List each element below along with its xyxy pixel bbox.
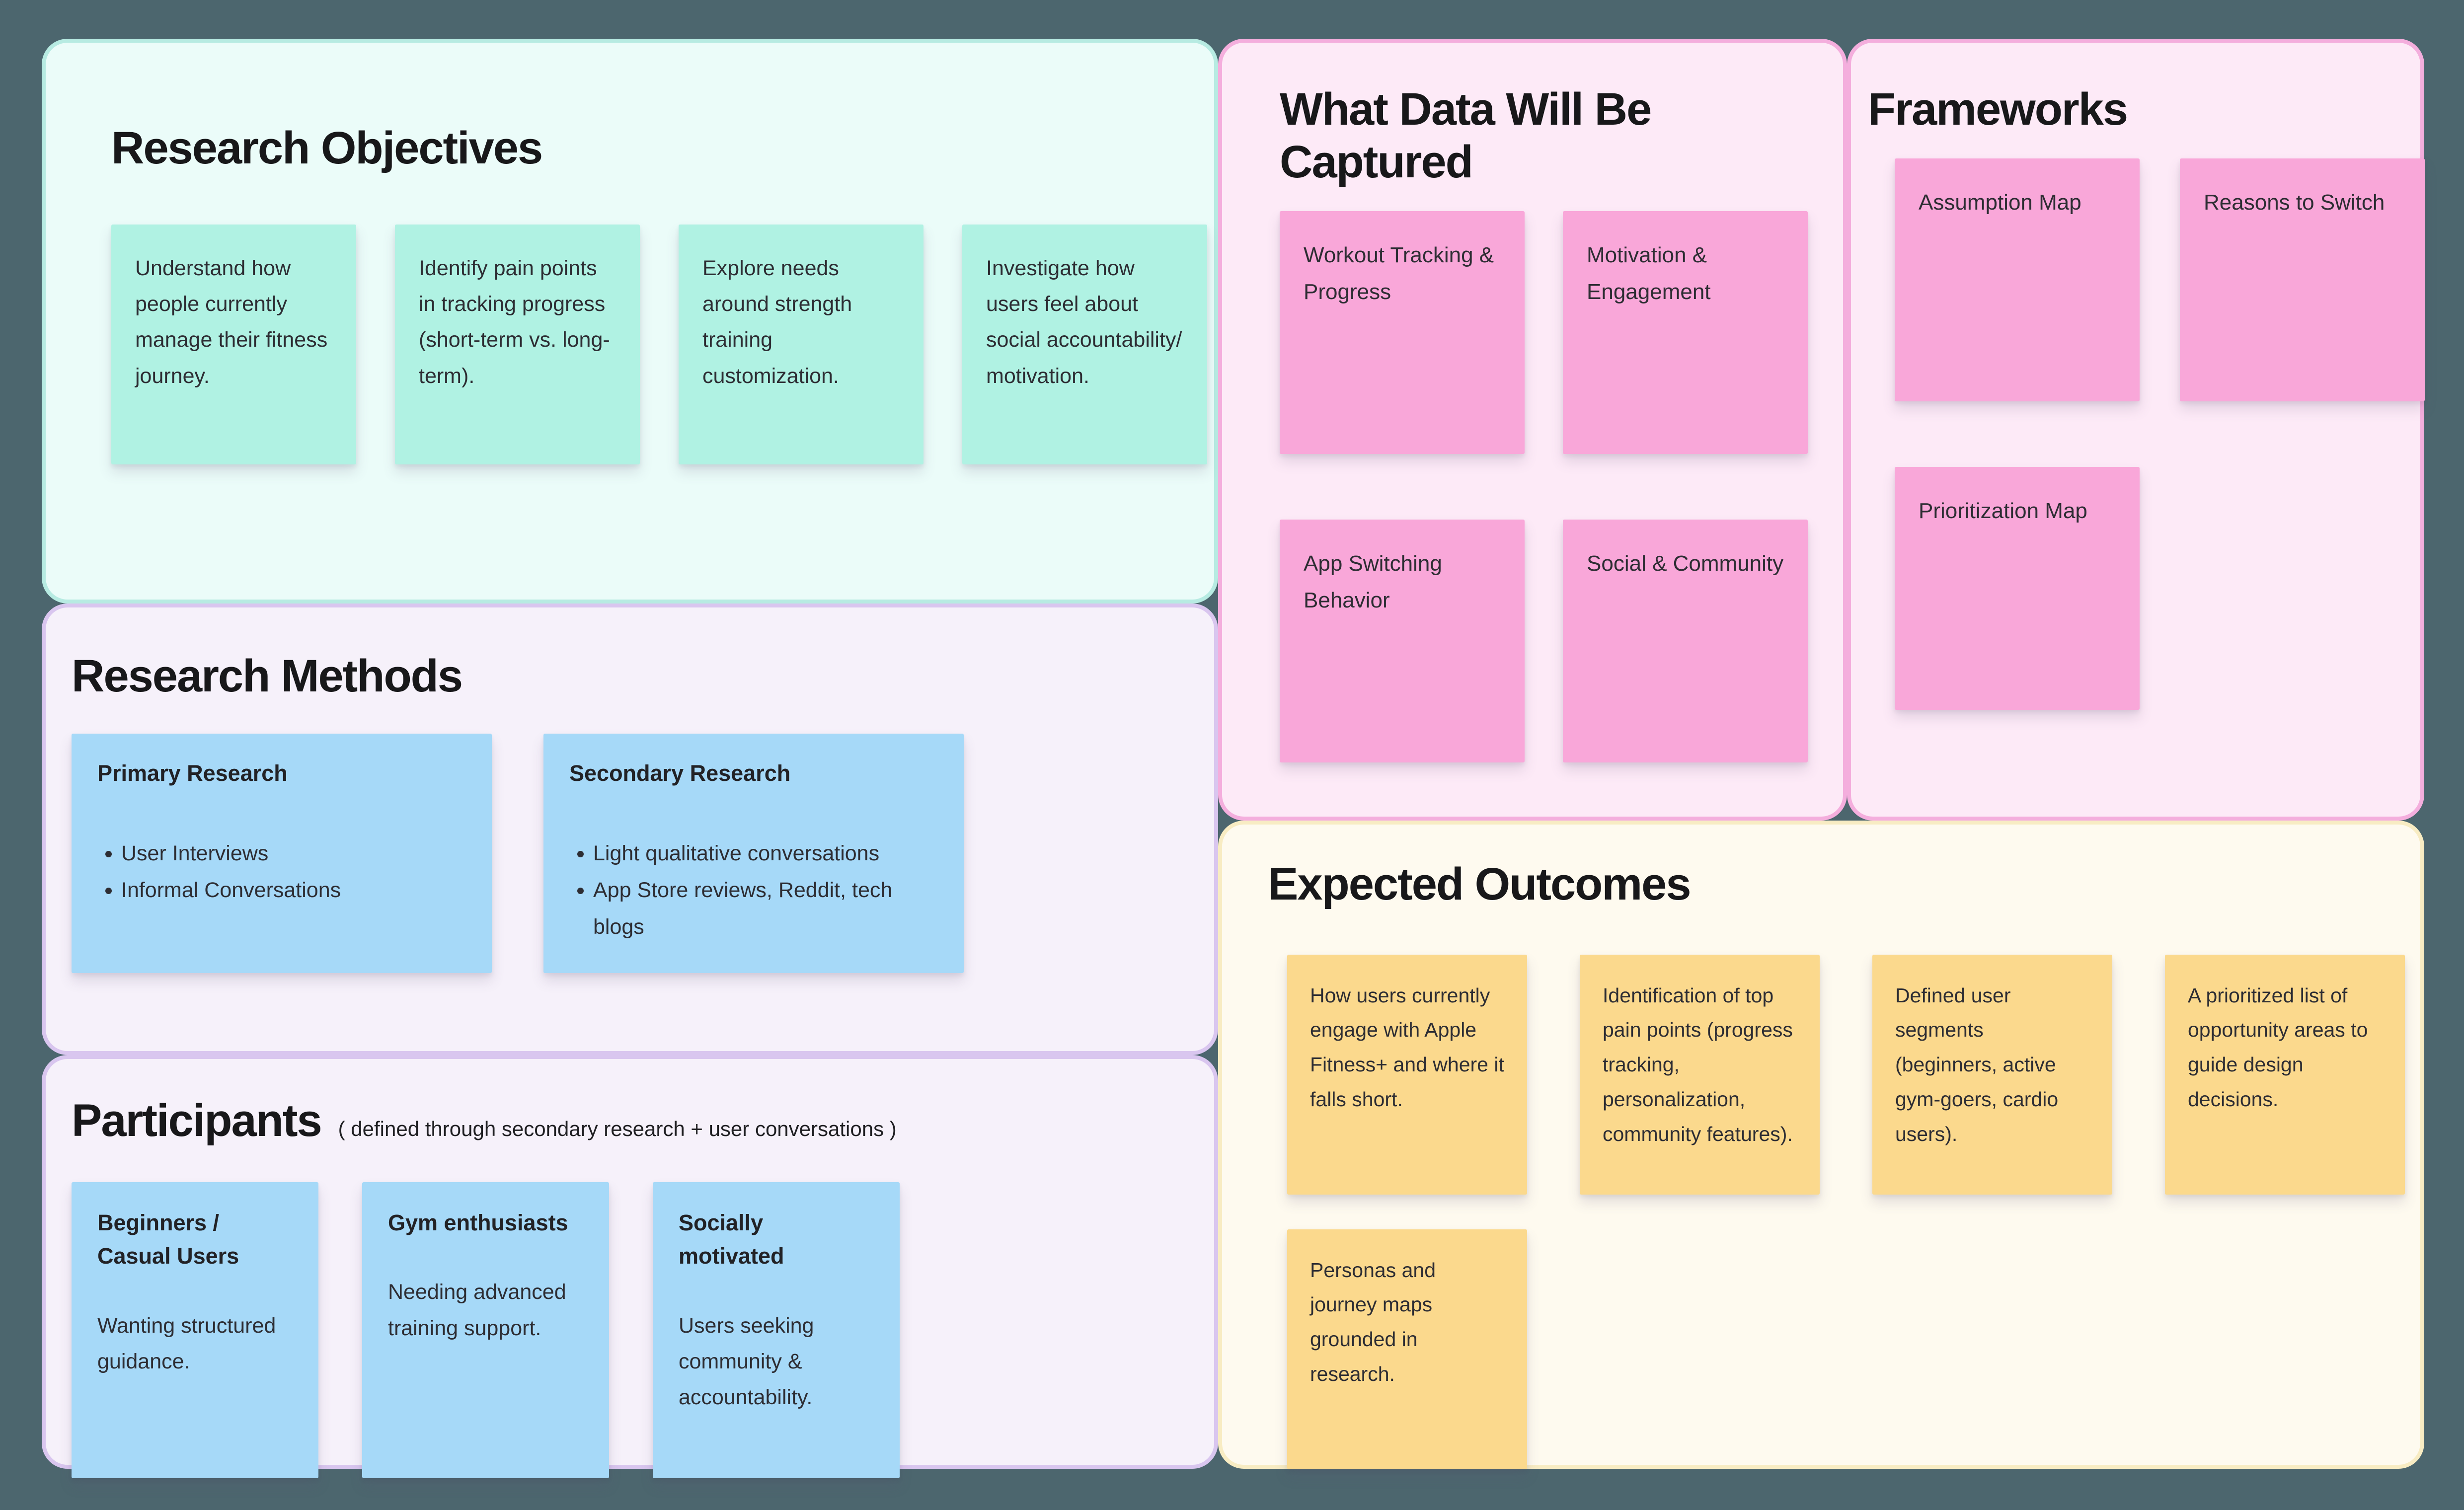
sticky-note[interactable]: Explore needs around strength training c…: [679, 224, 924, 464]
sticky-note[interactable]: Personas and journey maps grounded in re…: [1287, 1229, 1527, 1469]
bullet-item: Light qualitative conversations: [593, 835, 938, 872]
note-body: Needing advanced training support.: [388, 1280, 566, 1340]
note-title: Beginners / Casual Users: [97, 1209, 239, 1269]
participants-title: Participants: [72, 1095, 322, 1146]
sticky-note[interactable]: Investigate how users feel about social …: [962, 224, 1207, 464]
sticky-note[interactable]: Workout Tracking & Progress: [1280, 211, 1525, 454]
sticky-note[interactable]: Gym enthusiasts Needing advanced trainin…: [362, 1182, 609, 1478]
sticky-note[interactable]: A prioritized list of opportunity areas …: [2165, 954, 2405, 1195]
note-title: Secondary Research: [569, 760, 791, 786]
research-objectives-title: Research Objectives: [111, 123, 543, 173]
frameworks-title: Frameworks: [1868, 84, 2128, 135]
sticky-note[interactable]: Understand how people currently manage t…: [111, 224, 356, 464]
participants-subtitle: ( defined through secondary research + u…: [338, 1117, 897, 1140]
sticky-note[interactable]: App Switching Behavior: [1280, 519, 1525, 762]
note-title: Primary Research: [97, 760, 288, 786]
sticky-note[interactable]: How users currently engage with Apple Fi…: [1287, 954, 1527, 1195]
sticky-note[interactable]: Social & Community: [1563, 519, 1808, 762]
expected-outcomes-title: Expected Outcomes: [1268, 859, 1692, 909]
sticky-note[interactable]: Defined user segments (beginners, active…: [1872, 954, 2112, 1195]
note-body: Users seeking community & accountability…: [679, 1313, 814, 1410]
note-body: Wanting structured guidance.: [97, 1313, 276, 1374]
sticky-note[interactable]: Beginners / Casual Users Wanting structu…: [72, 1182, 318, 1478]
what-data-title: What Data Will Be Captured: [1280, 84, 1652, 187]
note-bullet-list: User Interviews Informal Conversations: [97, 835, 466, 909]
frameworks-notes: Assumption Map Reasons to Switch Priorit…: [1895, 158, 2426, 710]
note-title: Socially motivated: [679, 1209, 784, 1269]
section-research-objectives: Research Objectives Understand how peopl…: [42, 39, 1218, 604]
research-methods-notes: Primary Research User Interviews Informa…: [72, 733, 1188, 973]
research-plan-board: Research Objectives Understand how peopl…: [42, 39, 2426, 1478]
section-participants: Participants ( defined through secondary…: [42, 1055, 1218, 1478]
section-what-data: What Data Will Be Captured Workout Track…: [1218, 39, 1847, 821]
research-methods-title: Research Methods: [72, 651, 463, 701]
sticky-note[interactable]: Identification of top pain points (progr…: [1580, 954, 1820, 1195]
section-frameworks: Frameworks Assumption Map Reasons to Swi…: [1847, 39, 2426, 821]
bullet-item: User Interviews: [121, 835, 466, 872]
sticky-note[interactable]: Socially motivated Users seeking communi…: [653, 1182, 900, 1478]
sticky-note[interactable]: Motivation & Engagement: [1563, 211, 1808, 454]
sticky-note[interactable]: Reasons to Switch: [2180, 158, 2425, 401]
sticky-note[interactable]: Assumption Map: [1895, 158, 2140, 401]
note-bullet-list: Light qualitative conversations App Stor…: [569, 835, 938, 946]
sticky-note[interactable]: Primary Research User Interviews Informa…: [72, 733, 492, 973]
note-title: Gym enthusiasts: [388, 1209, 568, 1235]
section-research-methods: Research Methods Primary Research User I…: [42, 604, 1218, 1055]
what-data-notes: Workout Tracking & Progress Motivation &…: [1280, 211, 1811, 762]
expected-outcomes-notes: How users currently engage with Apple Fi…: [1287, 954, 2430, 1469]
bullet-item: Informal Conversations: [121, 872, 466, 909]
sticky-note[interactable]: Prioritization Map: [1895, 466, 2140, 710]
section-expected-outcomes: Expected Outcomes How users currently en…: [1218, 821, 2424, 1469]
sticky-note[interactable]: Identify pain points in tracking progres…: [395, 224, 640, 464]
bullet-item: App Store reviews, Reddit, tech blogs: [593, 872, 938, 946]
participants-notes: Beginners / Casual Users Wanting structu…: [72, 1182, 1188, 1478]
sticky-note[interactable]: Secondary Research Light qualitative con…: [543, 733, 964, 973]
research-objectives-notes: Understand how people currently manage t…: [111, 224, 1207, 464]
participants-title-row: Participants ( defined through secondary…: [72, 1095, 1188, 1147]
